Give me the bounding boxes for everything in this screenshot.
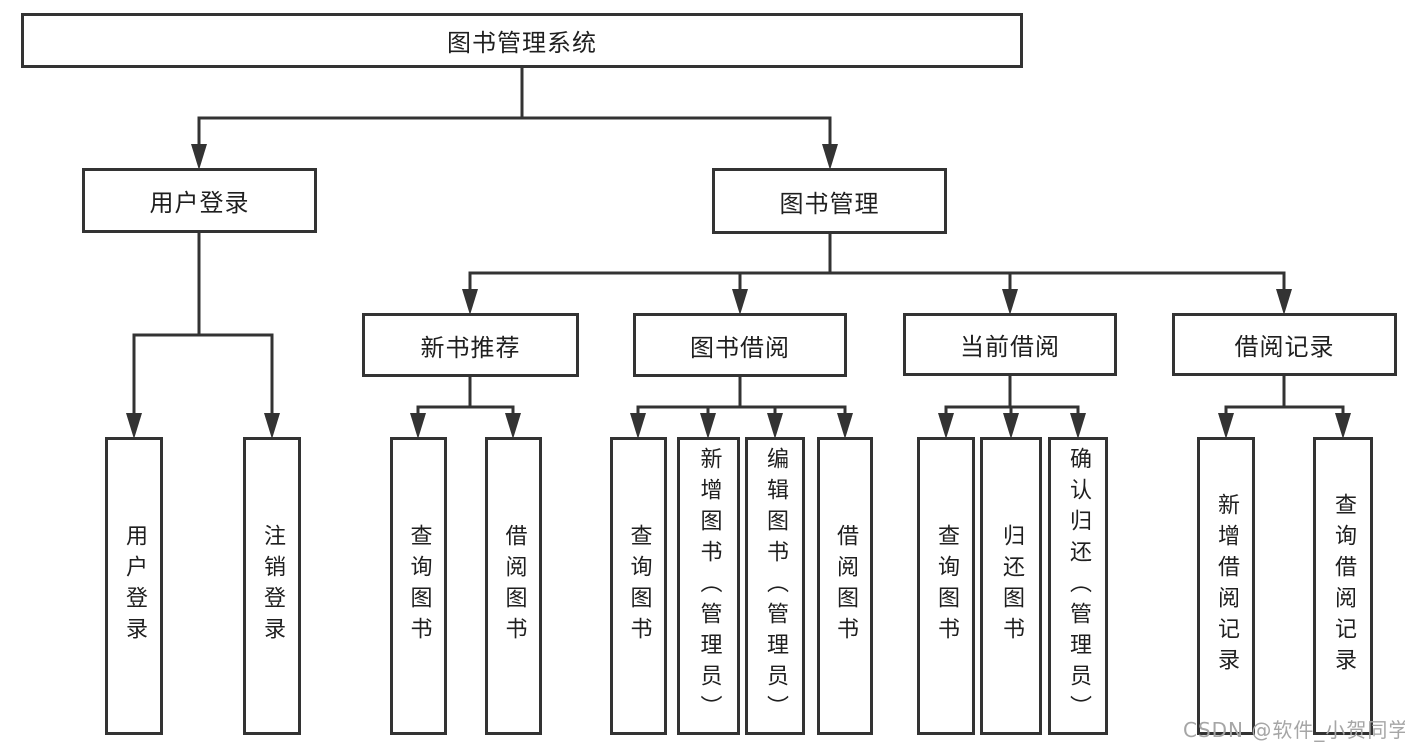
node-user-login: 用户登录 bbox=[82, 168, 317, 233]
node-book-borrowing: 图书借阅 bbox=[633, 313, 847, 377]
arrowhead bbox=[462, 289, 478, 315]
arrowhead bbox=[837, 413, 853, 439]
arrowhead bbox=[767, 413, 783, 439]
arrowhead bbox=[1218, 413, 1234, 439]
arrowhead bbox=[126, 413, 142, 439]
arrowhead bbox=[732, 289, 748, 315]
connector-borrowing-records-children bbox=[1218, 375, 1351, 439]
node-book-management: 图书管理 bbox=[712, 168, 947, 234]
connector-new-book-children bbox=[410, 375, 521, 439]
node-user-login-leaf: 用户登录 bbox=[105, 437, 163, 735]
arrowhead bbox=[1070, 413, 1086, 439]
arrowhead bbox=[630, 413, 646, 439]
arrowhead bbox=[1002, 289, 1018, 315]
arrowhead bbox=[938, 413, 954, 439]
node-return-books: 归还图书 bbox=[980, 437, 1042, 735]
connector-book-borrowing-children bbox=[630, 375, 853, 439]
watermark: CSDN @软件_小贺同学 bbox=[1183, 718, 1405, 742]
arrowhead bbox=[700, 413, 716, 439]
arrowhead bbox=[1003, 413, 1019, 439]
node-add-books-admin: 新增图书（管理员） bbox=[677, 437, 740, 735]
arrowhead bbox=[822, 144, 838, 170]
connector-current-borrowing-children bbox=[938, 375, 1086, 439]
arrowhead bbox=[264, 413, 280, 439]
node-borrowing-records: 借阅记录 bbox=[1172, 313, 1397, 376]
arrowhead bbox=[505, 413, 521, 439]
node-logout: 注销登录 bbox=[243, 437, 301, 735]
arrowhead bbox=[1276, 289, 1292, 315]
arrowhead bbox=[1335, 413, 1351, 439]
arrowhead bbox=[191, 144, 207, 170]
node-root: 图书管理系统 bbox=[21, 13, 1023, 68]
connector-root-to-level2 bbox=[191, 66, 838, 170]
node-borrow-books-recommend: 借阅图书 bbox=[485, 437, 542, 735]
node-current-borrowing: 当前借阅 bbox=[903, 313, 1117, 376]
connector-user-login-children bbox=[126, 230, 280, 439]
node-query-books-current: 查询图书 bbox=[917, 437, 975, 735]
node-new-book-recommendation: 新书推荐 bbox=[362, 313, 579, 377]
arrowhead bbox=[410, 413, 426, 439]
node-query-books-recommend: 查询图书 bbox=[390, 437, 447, 735]
node-query-books-borrowing: 查询图书 bbox=[610, 437, 667, 735]
node-edit-books-admin: 编辑图书（管理员） bbox=[745, 437, 805, 735]
node-borrow-books-borrowing: 借阅图书 bbox=[817, 437, 873, 735]
node-query-borrow-record: 查询借阅记录 bbox=[1313, 437, 1373, 735]
node-confirm-return-admin: 确认归还（管理员） bbox=[1048, 437, 1108, 735]
node-add-borrow-record: 新增借阅记录 bbox=[1197, 437, 1255, 735]
connector-book-management-children bbox=[462, 232, 1292, 315]
